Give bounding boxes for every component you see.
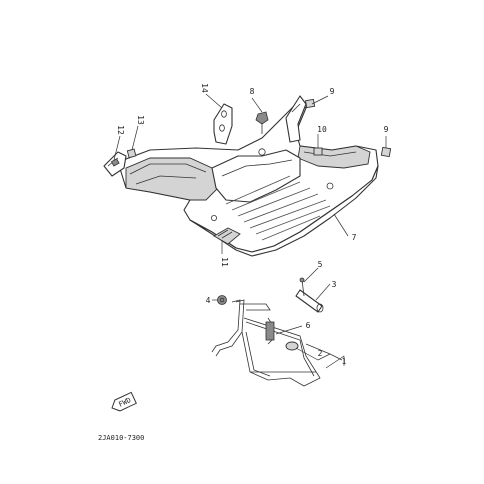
footrest-pad-11 bbox=[213, 227, 241, 245]
callout-4: 4 bbox=[206, 296, 211, 305]
clip-13 bbox=[126, 148, 137, 159]
callout-8: 8 bbox=[250, 87, 255, 96]
bracket-14 bbox=[213, 103, 233, 145]
callout-2: 2 bbox=[318, 349, 323, 358]
nut-9b bbox=[380, 146, 392, 158]
callout-7: 7 bbox=[352, 233, 357, 242]
callout-13: 13 bbox=[136, 115, 145, 125]
floor-board bbox=[117, 95, 379, 257]
callout-5: 5 bbox=[318, 260, 323, 269]
callout-14: 14 bbox=[200, 83, 209, 93]
callout-11: 11 bbox=[220, 257, 229, 267]
leader-lines bbox=[113, 93, 387, 369]
drawing-code: 2JA010-7300 bbox=[98, 434, 144, 442]
callout-9b: 9 bbox=[384, 125, 389, 134]
callout-6: 6 bbox=[306, 321, 311, 330]
stand-assembly bbox=[211, 277, 324, 387]
callout-3: 3 bbox=[332, 280, 337, 289]
callout-10: 10 bbox=[317, 125, 327, 134]
callout-12: 12 bbox=[116, 125, 125, 135]
callout-9a: 9 bbox=[330, 87, 335, 96]
callout-1: 1 bbox=[342, 357, 347, 366]
callout-labels: 1 2 3 4 5 6 7 8 9 9 10 11 12 13 14 bbox=[116, 83, 389, 366]
damper-10 bbox=[313, 147, 323, 156]
bolt-8 bbox=[255, 111, 269, 134]
fwd-marker: FWD bbox=[111, 391, 137, 412]
